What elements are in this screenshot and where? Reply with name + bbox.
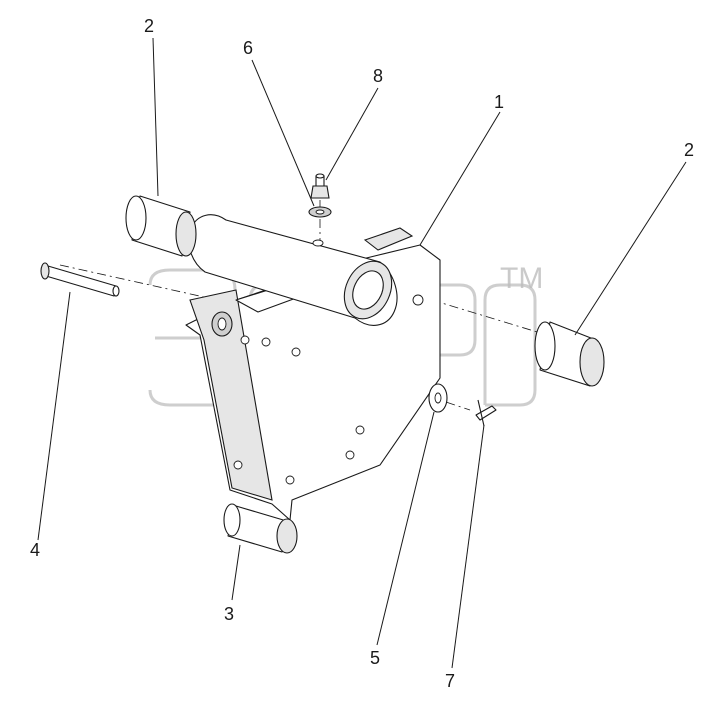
pin-part-4 <box>40 262 120 297</box>
bushing-lower-end <box>223 503 241 537</box>
leader-line-1 <box>419 111 501 246</box>
bushing-right-end <box>534 321 556 371</box>
bushing-lower-face <box>276 518 298 554</box>
watermark-trademark: TM <box>500 262 543 295</box>
callout-1: 1 <box>494 92 504 112</box>
bushing-left-face <box>175 211 197 257</box>
leader-line-8 <box>325 87 379 181</box>
callout-2-left: 2 <box>144 16 154 36</box>
bushing-right-part-2 <box>534 321 605 387</box>
bushing-lower-part-3 <box>223 503 298 554</box>
bracket-hole <box>233 460 243 470</box>
pin-tip <box>112 285 120 297</box>
bracket-hole <box>261 337 271 347</box>
bracket-hole <box>285 475 295 485</box>
leader-line-7 <box>451 424 485 669</box>
leader-line-4 <box>37 291 71 541</box>
tube-bore <box>352 270 384 310</box>
cotter-pin-leg <box>477 399 485 427</box>
callout-2-right: 2 <box>684 140 694 160</box>
callout-labels: 2 6 8 1 2 4 3 5 7 <box>30 16 694 691</box>
leader-line-2-left <box>152 37 159 197</box>
bracket-hole <box>240 335 250 345</box>
leader-lines <box>37 37 687 669</box>
callout-7: 7 <box>445 671 455 691</box>
tube-grease-hole <box>312 239 324 247</box>
spacer-hole <box>217 317 227 331</box>
cotter-pin-part-7 <box>475 399 497 427</box>
bushing-left-end <box>125 195 147 241</box>
leader-line-3 <box>231 544 241 601</box>
spacer <box>211 311 233 337</box>
grease-nipple-hex <box>310 185 330 199</box>
washer-part-5 <box>428 383 448 413</box>
cotter-pin-body <box>475 405 497 421</box>
bracket-hole <box>412 294 424 306</box>
leader-line-2-right <box>574 161 687 336</box>
callout-4: 4 <box>30 540 40 560</box>
grease-nipple-part-8 <box>310 173 330 199</box>
bushing-right-face <box>579 337 605 387</box>
callout-8: 8 <box>373 66 383 86</box>
callout-5: 5 <box>370 648 380 668</box>
leader-line-5 <box>376 411 435 646</box>
seal-washer-hole <box>315 209 325 215</box>
grease-nipple-top <box>315 173 325 179</box>
bracket-rib <box>363 227 414 251</box>
bracket-tube-part-1 <box>188 214 398 326</box>
bracket-hole <box>345 450 355 460</box>
callout-6: 6 <box>243 38 253 58</box>
bushing-left-part-2 <box>125 195 197 257</box>
seal-washer-part-6 <box>308 206 332 218</box>
pin-head <box>40 262 50 280</box>
leader-line-6 <box>251 59 315 207</box>
washer-hole <box>434 392 442 404</box>
pin-shaft <box>45 265 117 297</box>
bracket-hole <box>355 425 365 435</box>
bracket-hole <box>291 347 301 357</box>
bracket-side-flange <box>189 289 273 501</box>
callout-3: 3 <box>224 604 234 624</box>
